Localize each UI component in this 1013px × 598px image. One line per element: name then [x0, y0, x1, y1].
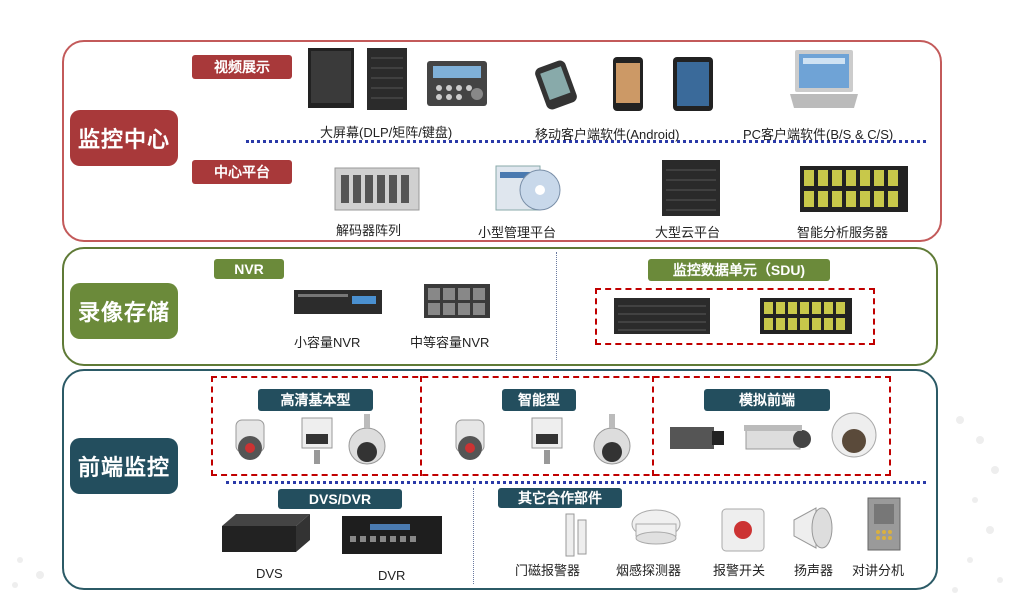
small-nvr-icon — [294, 290, 382, 314]
intercom-caption: 对讲分机 — [852, 563, 905, 578]
pc-client-caption: PC客户端软件(B/S & C/S) — [743, 127, 894, 142]
dvs-dvr-tag: DVS/DVR — [278, 489, 402, 509]
medium-nvr-caption: 中等容量NVR — [410, 335, 490, 350]
small-platform-caption: 小型管理平台 — [478, 225, 557, 240]
analysis-server-caption: 智能分析服务器 — [797, 225, 889, 240]
alarm-switch-icon — [721, 508, 765, 552]
smart-camera-icons — [455, 414, 631, 465]
analysis-server-icon — [800, 166, 908, 212]
smoke-detector-caption: 烟感探测器 — [616, 563, 682, 578]
sdu-dashed-box — [595, 288, 875, 345]
frontend-vertical-divider — [473, 488, 474, 584]
sdu-tag: 监控数据单元（SDU) — [648, 259, 830, 281]
center-platform-tag: 中心平台 — [192, 160, 292, 184]
frontend-title: 前端监控 — [70, 438, 178, 494]
cloud-platform-caption: 大型云平台 — [655, 225, 721, 240]
smart-tag: 智能型 — [502, 389, 576, 411]
pc-client-icon — [790, 50, 858, 108]
mobile-client-caption: 移动客户端软件(Android) — [535, 127, 680, 142]
other-parts-tag: 其它合作部件 — [498, 488, 622, 508]
door-sensor-icon — [565, 513, 587, 557]
hd-basic-tag: 高清基本型 — [258, 389, 373, 411]
monitor-center-title: 监控中心 — [70, 110, 178, 166]
dvr-icon — [342, 516, 442, 554]
intercom-icon — [867, 497, 901, 551]
frontend-divider — [226, 481, 926, 484]
big-screen-caption: 大屏幕(DLP/矩阵/键盘) — [320, 125, 453, 140]
decoder-array-icon — [334, 167, 420, 211]
video-display-tag: 视频展示 — [192, 55, 292, 79]
camera-dashed-box — [211, 376, 891, 476]
small-platform-icon — [495, 165, 561, 211]
dvs-icon — [222, 514, 310, 552]
analog-tag: 模拟前端 — [704, 389, 830, 411]
smoke-detector-icon — [631, 509, 681, 545]
medium-nvr-icon — [424, 284, 490, 318]
storage-title: 录像存储 — [70, 283, 178, 339]
dvr-caption: DVR — [378, 568, 406, 583]
monitor-center-divider — [246, 140, 926, 143]
sdu-storage-icon-1 — [614, 298, 710, 334]
door-sensor-caption: 门磁报警器 — [515, 563, 581, 578]
small-nvr-caption: 小容量NVR — [294, 335, 361, 350]
sdu-storage-icon-2 — [760, 298, 852, 334]
hd-camera-icons — [235, 414, 386, 465]
speaker-icon — [793, 507, 833, 549]
nvr-tag: NVR — [214, 259, 284, 279]
analog-camera-icons — [670, 412, 877, 458]
camera-divider-1 — [420, 376, 422, 476]
camera-divider-2 — [652, 376, 654, 476]
mobile-client-icon — [535, 57, 713, 111]
speaker-caption: 扬声器 — [794, 563, 834, 578]
alarm-switch-caption: 报警开关 — [713, 563, 766, 578]
dvs-caption: DVS — [256, 566, 283, 581]
cloud-platform-icon — [662, 160, 720, 216]
storage-divider — [556, 252, 557, 360]
decoder-array-caption: 解码器阵列 — [336, 223, 402, 238]
big-screen-icon — [308, 48, 487, 110]
